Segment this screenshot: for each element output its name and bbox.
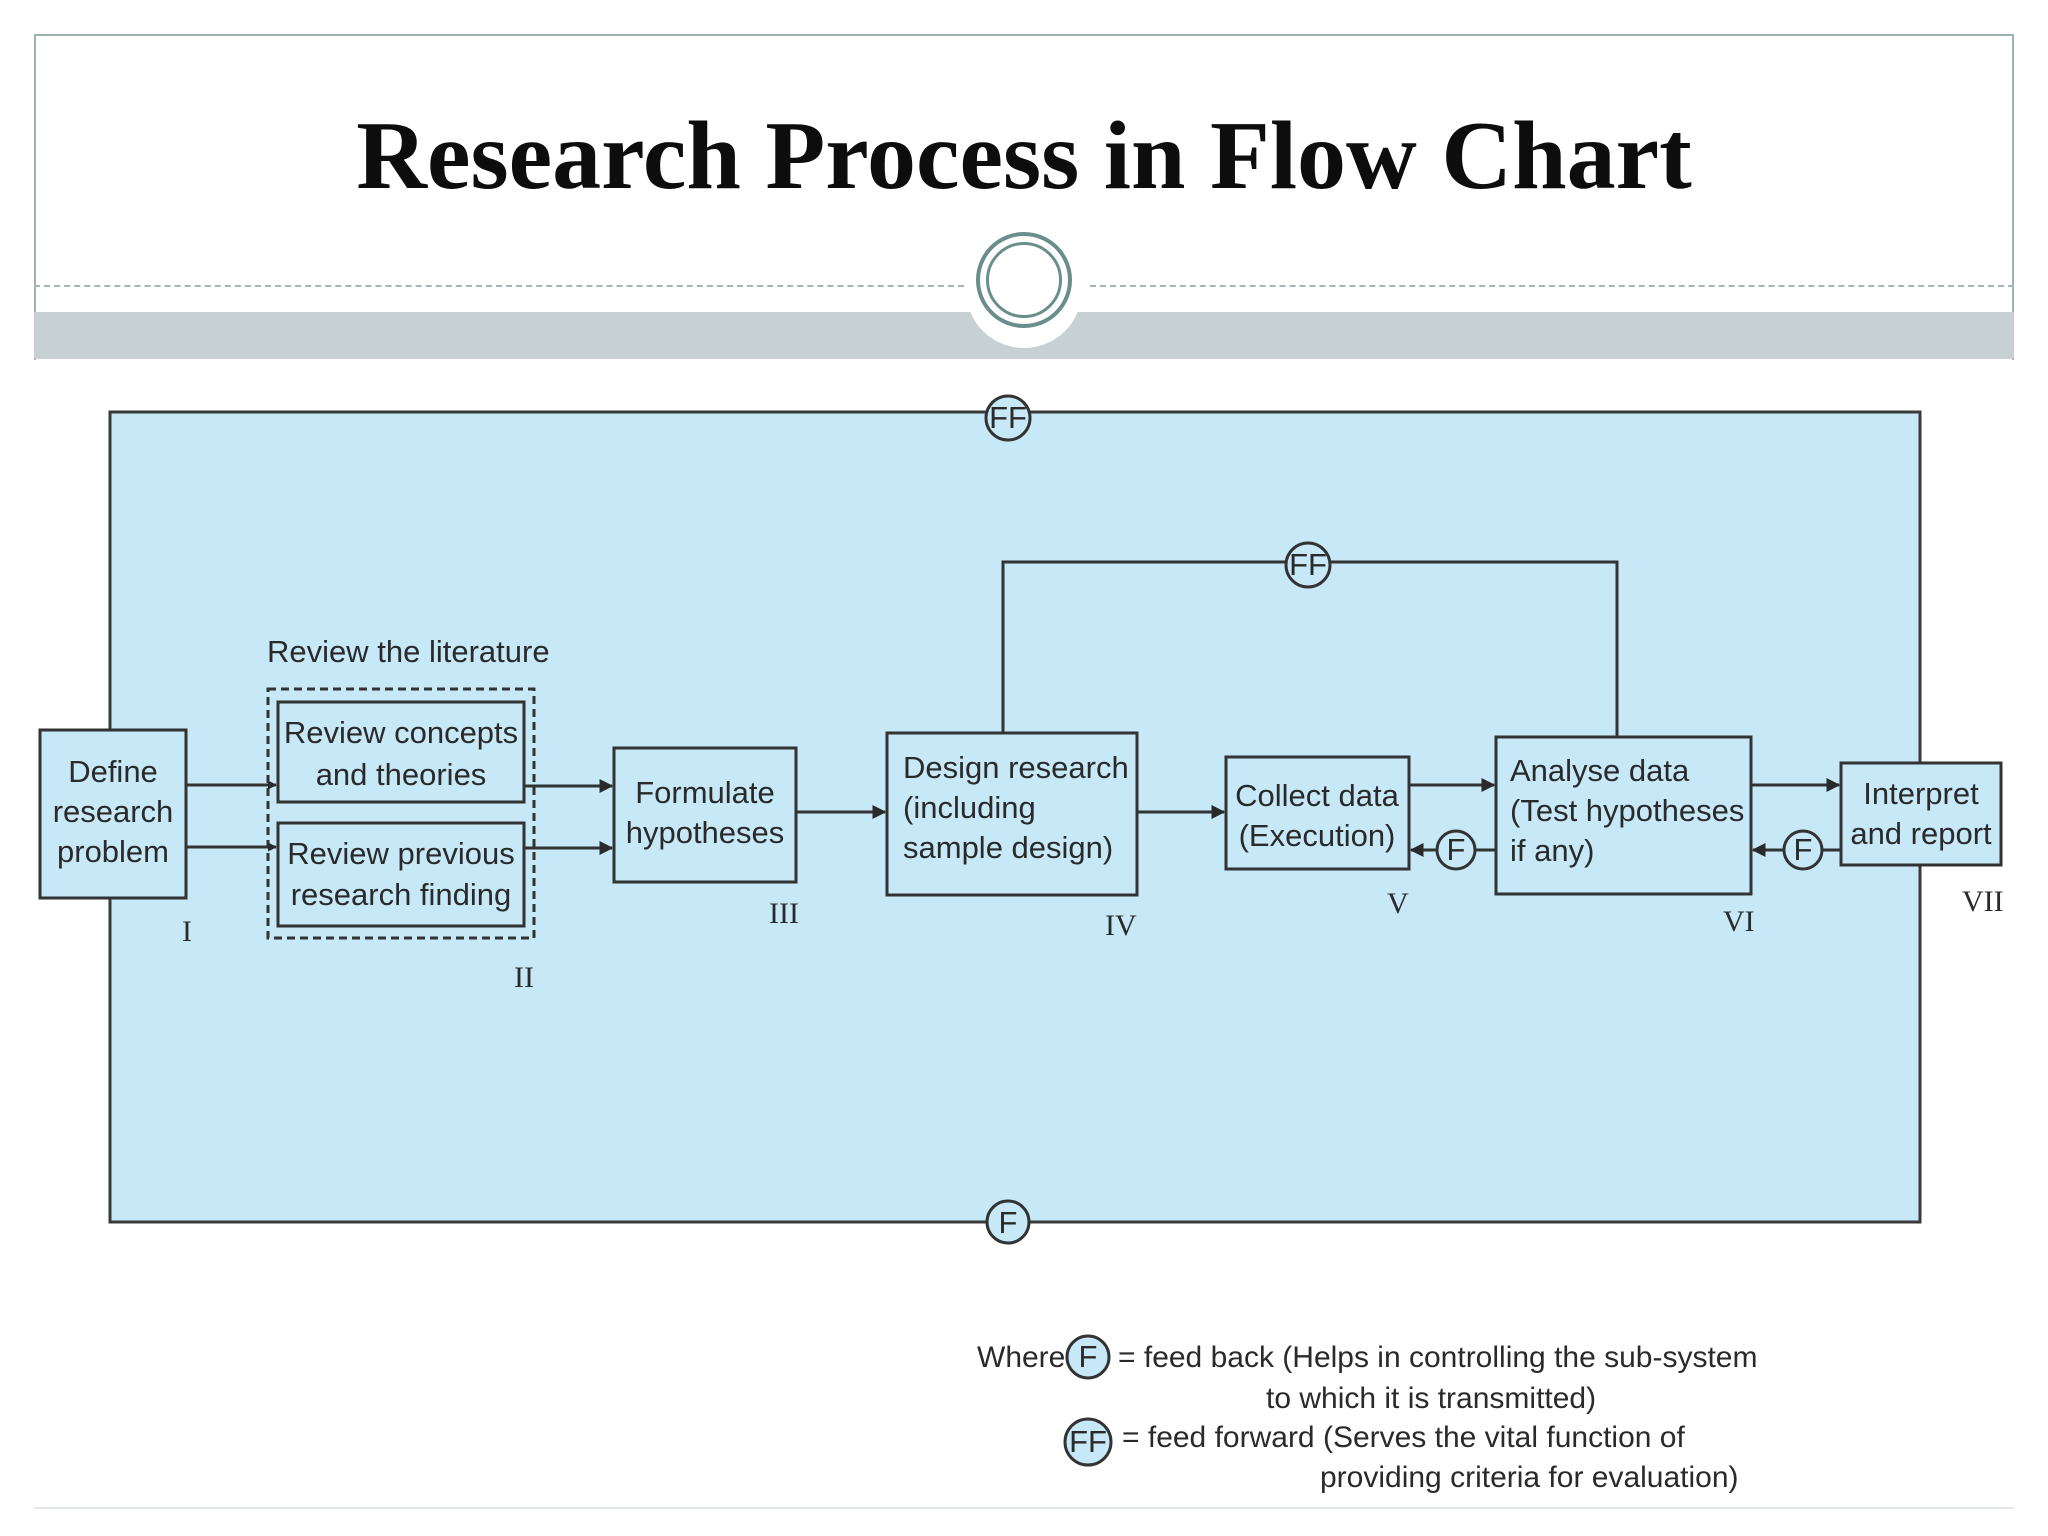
ff-mark-top: FF [984,394,1032,442]
legend-f-line2: to which it is transmitted) [1266,1382,1596,1415]
svg-text:F: F [999,1205,1018,1240]
node-design-research: Design research (including sample design… [885,731,1139,897]
page-title: Research Process in Flow Chart [356,102,1692,210]
legend: Where F = feed back (Helps in controllin… [977,1334,1757,1494]
f-mark-bottom: F [985,1199,1031,1245]
svg-text:problem: problem [57,834,169,869]
svg-text:and report: and report [1850,816,1992,851]
circle-ornament-inner-icon [986,242,1062,318]
svg-text:research finding: research finding [291,877,512,912]
legend-f-icon [1065,1334,1111,1380]
legend-f-line1: = feed back (Helps in controlling the su… [1118,1341,1757,1374]
svg-text:F: F [1447,832,1466,867]
legend-ff-line2: providing criteria for evaluation) [1320,1461,1739,1494]
step-number-iv: IV [1105,909,1137,942]
forward-arrows [186,778,1841,855]
legend-ff-icon [1063,1417,1113,1467]
svg-text:(Execution): (Execution) [1239,818,1396,853]
node-collect-data: Collect data (Execution) [1224,755,1411,871]
svg-text:sample design): sample design) [903,830,1113,865]
node-review-findings: Review previous research finding [276,821,526,928]
svg-text:Review concepts: Review concepts [284,715,518,750]
step-number-ii: II [514,961,534,994]
svg-text:hypotheses: hypotheses [626,815,785,850]
svg-text:F: F [1079,1339,1098,1374]
node-analyse-data: Analyse data (Test hypotheses if any) [1494,735,1753,896]
svg-text:Design research: Design research [903,750,1129,785]
literature-group [266,687,536,940]
svg-text:Define: Define [68,754,158,789]
svg-text:and theories: and theories [316,757,487,792]
feedback-v-vi: F [1409,829,1496,871]
svg-text:if any): if any) [1510,833,1594,868]
node-interpret-report: Interpret and report [1839,761,2003,867]
ff-mark-loop: FF [1284,541,1332,589]
legend-ff-line1: = feed forward (Serves the vital functio… [1122,1421,1685,1454]
svg-text:F: F [1794,832,1813,867]
title-divider-left [34,285,964,287]
svg-text:Interpret: Interpret [1863,776,1979,811]
step-number-v: V [1387,887,1409,920]
step-number-i: I [182,915,192,948]
svg-text:FF: FF [989,400,1027,435]
node-review-concepts: Review concepts and theories [276,700,526,804]
title-divider-right [1090,285,2014,287]
svg-text:(Test hypotheses: (Test hypotheses [1510,793,1744,828]
step-number-iii: III [769,897,799,930]
step-number-vi: VI [1723,905,1755,938]
svg-text:Collect data: Collect data [1235,778,1399,813]
literature-label: Review the literature [267,634,550,669]
svg-text:FF: FF [1289,547,1327,582]
svg-text:(including: (including [903,790,1036,825]
svg-text:Review previous: Review previous [287,836,514,871]
step-number-vii: VII [1962,885,2004,918]
svg-text:research: research [53,794,174,829]
node-formulate-hypotheses: Formulate hypotheses [612,746,798,884]
svg-text:Analyse data: Analyse data [1510,753,1690,788]
header-frame [34,34,2014,360]
feedback-vi-vii: F [1751,829,1841,871]
legend-where: Where [977,1341,1065,1374]
svg-text:Formulate: Formulate [635,775,775,810]
svg-text:FF: FF [1069,1424,1107,1459]
node-define-problem: Define research problem [38,728,188,900]
